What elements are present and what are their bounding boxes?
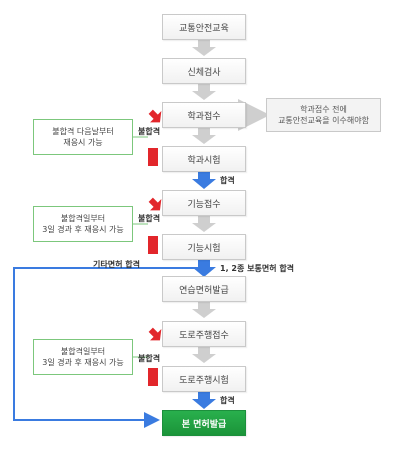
retake-note-1-line1: 불합격 다음날부터 <box>52 127 114 136</box>
other-license-bypass-line <box>13 267 196 428</box>
fail-label-1: 불합격 <box>138 127 161 136</box>
step-written-test-registration: 학과접수 <box>162 102 246 128</box>
fail-bar-2 <box>148 236 158 254</box>
retake-note-1: 불합격 다음날부터 재응시 가능 <box>33 119 133 155</box>
down-arrow-7 <box>192 302 216 318</box>
down-arrow-8 <box>192 347 216 363</box>
fail-arrow-1 <box>148 109 162 123</box>
pass-label-1: 합격 <box>220 176 235 185</box>
retake-note-3: 불합격일부터 3일 경과 후 재응시 가능 <box>33 339 133 375</box>
pass-arrow-3 <box>192 392 216 409</box>
step-traffic-safety-education: 교통안전교육 <box>162 14 246 40</box>
fail-arrow-2 <box>148 197 162 211</box>
step-skill-test: 기능시험 <box>162 234 246 260</box>
retake-note-3-line1: 불합격일부터 <box>60 347 106 356</box>
step-learner-permit-issue: 연습면허발급 <box>162 276 246 302</box>
other-license-pass-label: 기타면허 합격 <box>93 260 140 269</box>
step-license-issue: 본 면허발급 <box>162 410 246 436</box>
side-note-registration: 학과접수 전에 교통안전교육을 이수해야함 <box>266 98 381 132</box>
retake-note-1-line2: 재응시 가능 <box>63 138 103 147</box>
fail-bar-1 <box>148 148 158 166</box>
step-written-test: 학과시험 <box>162 146 246 172</box>
fail-label-3: 불합격 <box>138 354 161 363</box>
side-note-line2: 교통안전교육을 이수해야함 <box>278 116 369 125</box>
fail-arrow-3 <box>148 327 162 341</box>
fail-label-2: 불합격 <box>138 214 161 223</box>
side-note-line1: 학과접수 전에 <box>300 105 347 114</box>
step-physical-exam: 신체검사 <box>162 58 246 84</box>
down-arrow-1 <box>192 40 216 56</box>
pass-arrow-1 <box>192 172 216 189</box>
retake-note-2-line2: 3일 경과 후 재응시 가능 <box>42 225 124 234</box>
retake-note-2-line1: 불합격일부터 <box>60 214 106 223</box>
step-road-test-registration: 도로주행접수 <box>162 321 246 347</box>
pass-label-2: 1, 2종 보통면허 합격 <box>220 264 295 273</box>
fail-bar-3 <box>148 368 158 386</box>
step-skill-test-registration: 기능접수 <box>162 190 246 216</box>
step-road-test: 도로주행시험 <box>162 366 246 392</box>
pass-label-3: 합격 <box>220 396 235 405</box>
down-arrow-5 <box>192 216 216 232</box>
retake-note-3-line2: 3일 경과 후 재응시 가능 <box>42 358 124 367</box>
down-arrow-2 <box>192 84 216 100</box>
retake-note-2: 불합격일부터 3일 경과 후 재응시 가능 <box>33 206 133 242</box>
down-arrow-3 <box>192 128 216 144</box>
pass-arrow-2 <box>192 260 216 277</box>
